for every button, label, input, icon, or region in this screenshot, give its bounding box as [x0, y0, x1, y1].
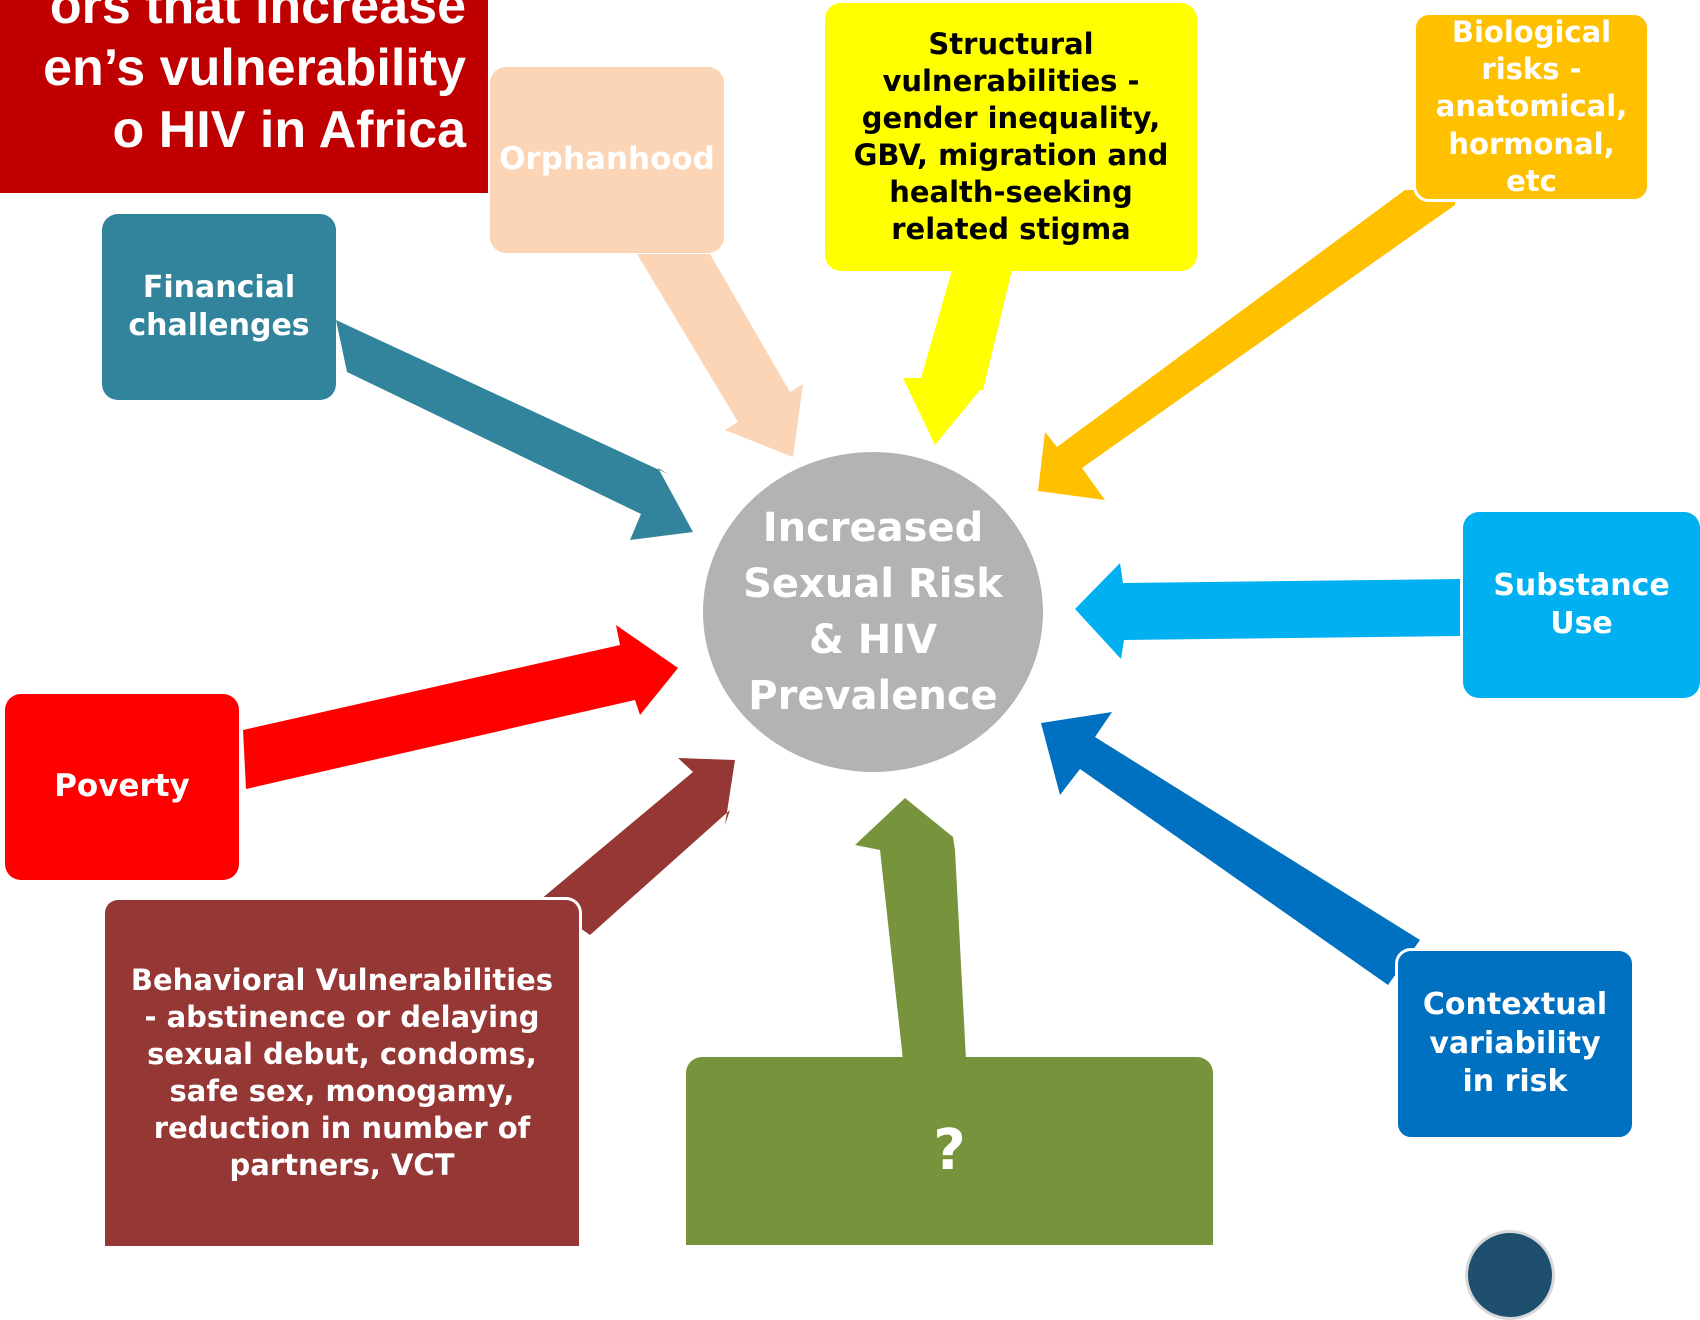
behavioral-vulnerabilities-label: Behavioral Vulnerabilities - abstinence … — [130, 962, 554, 1183]
title-line-2: en’s vulnerability — [43, 39, 466, 97]
page-title: ors that increase en’s vulnerability o H… — [43, 0, 466, 161]
biological-risks-box: Biological risks - anatomical, hormonal,… — [1413, 12, 1650, 202]
poverty-box: Poverty — [5, 694, 239, 880]
behavioral-vulnerabilities-box: Behavioral Vulnerabilities - abstinence … — [102, 897, 582, 1246]
title-line-3: o HIV in Africa — [112, 101, 466, 159]
behavioral-arrow — [540, 758, 735, 935]
title-banner: ors that increase en’s vulnerability o H… — [0, 0, 488, 193]
unknown-factor-label: ? — [933, 1118, 966, 1184]
financial-arrow — [336, 320, 693, 540]
contextual-variability-label: Contextual variability in risk — [1422, 987, 1608, 1100]
arrows-layer — [243, 190, 1460, 1060]
unknown-factor-box: ? — [686, 1057, 1213, 1245]
poverty-label: Poverty — [54, 768, 190, 805]
financial-challenges-label: Financial challenges — [128, 269, 310, 343]
organization-logo — [1465, 1230, 1555, 1320]
orphanhood-label: Orphanhood — [499, 141, 715, 178]
poverty-arrow — [243, 625, 678, 789]
center-line-2: Sexual Risk — [743, 561, 1003, 607]
center-line-3: & HIV — [808, 617, 938, 663]
substance-use-label: Substance Use — [1493, 567, 1670, 641]
structural-vulnerabilities-label: Structural vulnerabilities - gender ineq… — [853, 26, 1169, 247]
substance-use-box: Substance Use — [1463, 512, 1700, 698]
contextual-variability-box: Contextual variability in risk — [1395, 948, 1635, 1140]
orphanhood-box: Orphanhood — [490, 67, 724, 253]
biological-arrow — [1038, 190, 1455, 500]
orphanhood-arrow — [637, 254, 803, 457]
central-outcome-circle: Increased Sexual Risk & HIV Prevalence — [703, 452, 1043, 772]
center-line-1: Increased — [762, 505, 984, 551]
title-line-1: ors that increase — [49, 0, 466, 35]
structural-arrow — [903, 270, 1012, 445]
substance-arrow — [1075, 563, 1460, 659]
financial-challenges-box: Financial challenges — [102, 214, 336, 400]
unknown-arrow — [855, 798, 966, 1060]
structural-vulnerabilities-box: Structural vulnerabilities - gender ineq… — [825, 3, 1197, 271]
contextual-arrow — [1041, 712, 1420, 985]
center-line-4: Prevalence — [748, 673, 998, 719]
biological-risks-label: Biological risks - anatomical, hormonal,… — [1435, 15, 1628, 198]
